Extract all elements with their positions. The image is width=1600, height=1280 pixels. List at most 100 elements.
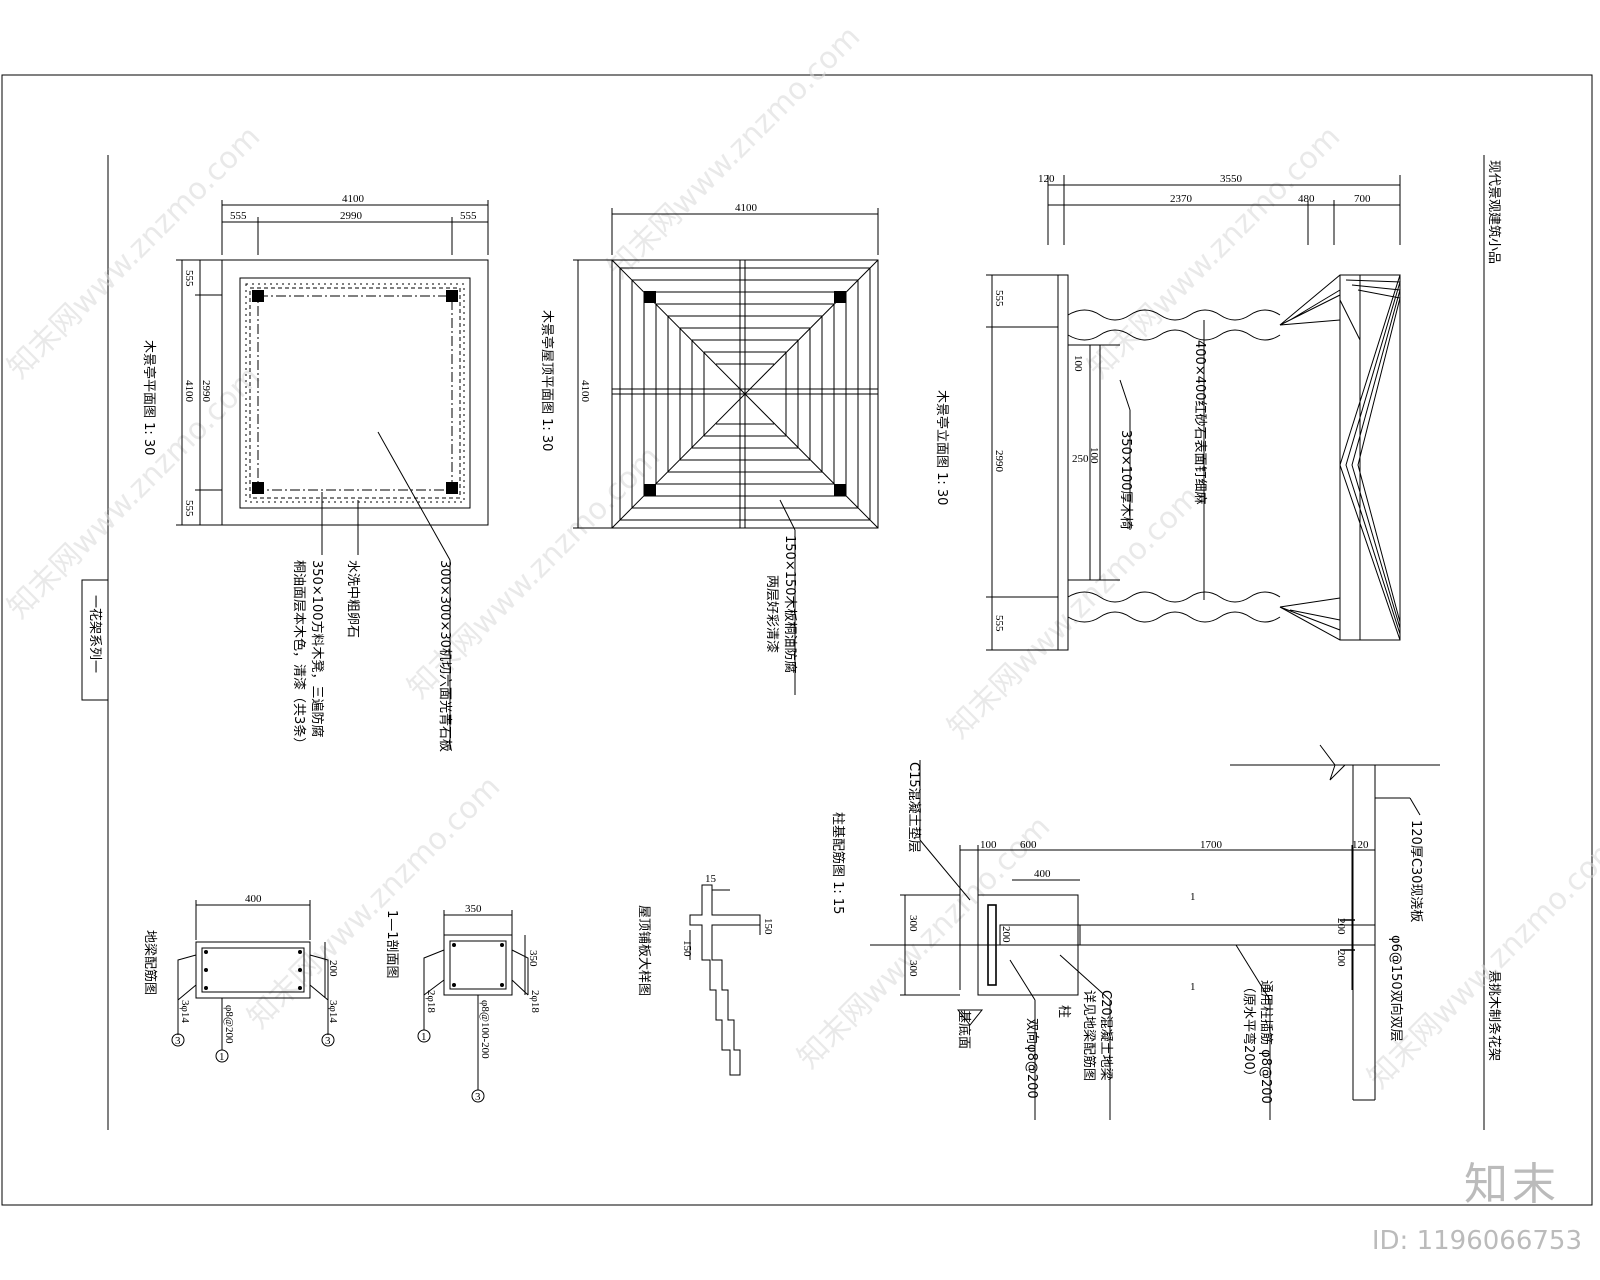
- note-bench-2: 桐油面层本木色，清漆（共3条）: [291, 560, 307, 750]
- dim-total: 4100: [342, 193, 365, 205]
- column-base-title: 柱基配筋图 1: 15: [830, 812, 846, 914]
- roof-column: [834, 484, 846, 496]
- roof-dim-side: 4100: [579, 380, 591, 403]
- elev-dim-100a: 100: [1072, 355, 1084, 372]
- beam-rebar-right: 3φ14: [327, 1000, 339, 1023]
- cb-dim-200c: 200: [1335, 950, 1347, 967]
- dim-vert-555-b: 555: [183, 500, 195, 517]
- note-pebble: 水洗中粗卵石: [345, 560, 360, 638]
- cb-dim-600: 600: [1020, 839, 1037, 851]
- cb-note-c20-1: C20混凝土地梁: [1098, 990, 1114, 1081]
- elevation-title: 木景亭立面图 1: 30: [934, 390, 950, 505]
- roof-detail-title: 屋顶铺板大样图: [636, 905, 651, 996]
- dim-mid: 2990: [340, 210, 363, 222]
- column-square: [446, 482, 458, 494]
- cb-note-base: 基底面: [956, 1010, 972, 1049]
- elev-dim-480: 480: [1298, 193, 1315, 205]
- beam-c3a: 3: [175, 1035, 181, 1047]
- cb-dim-200b: 200: [1335, 918, 1347, 935]
- roof-plan: 4100 4100 木景亭屋顶平面图 1: 30 150×150木板桐油防腐 两…: [539, 202, 879, 695]
- watermark: 知末网www.znzmo.com: [1, 119, 267, 385]
- cb-mark-1a: 1: [1190, 891, 1196, 903]
- series-box: [81, 579, 109, 701]
- column-square: [252, 482, 264, 494]
- project-title: 现代景观建筑小品: [1486, 160, 1502, 264]
- rd-dim-150b: 150: [681, 940, 693, 957]
- elev-dim-2990: 2990: [993, 450, 1005, 473]
- sec-stirrup: φ8@100-200: [479, 1000, 491, 1059]
- beam-c3b: 3: [325, 1035, 331, 1047]
- roof-note-2: 两层好彩清漆: [764, 575, 780, 653]
- watermark: 知末网www.znzmo.com: [1, 359, 267, 625]
- sec-c3: 3: [475, 1091, 481, 1103]
- sec-c1: 1: [421, 1031, 427, 1043]
- roof-board-detail: 15 150 150 屋顶铺板大样图: [636, 873, 774, 1076]
- cb-dim-300a: 300: [907, 915, 919, 932]
- image-id: ID: 1196066753: [1371, 1226, 1582, 1256]
- elev-note-bench: 350×100厚木椅: [1118, 430, 1133, 530]
- dim-right: 555: [460, 210, 477, 222]
- column-square: [446, 290, 458, 302]
- cb-note-rebar-top: φ6@150双向双层: [1388, 935, 1404, 1042]
- watermark: 知末网www.znzmo.com: [1081, 119, 1347, 385]
- dim-vert-4100: 4100: [183, 380, 195, 403]
- column-square: [252, 290, 264, 302]
- roof-plan-title: 木景亭屋顶平面图 1: 30: [539, 310, 555, 451]
- cb-dim-100: 100: [980, 839, 997, 851]
- elev-dim-555b: 555: [993, 615, 1005, 632]
- sec-rebar-left: 2φ18: [425, 990, 437, 1013]
- sec-rebar-right: 2φ18: [529, 990, 541, 1013]
- roof-column: [644, 484, 656, 496]
- elev-dim-250: 250: [1072, 453, 1089, 465]
- beam-c1: 1: [219, 1051, 225, 1063]
- sec-dim-350b: 350: [527, 950, 539, 967]
- sheet-border: [1, 74, 1593, 1206]
- sec-dim-350a: 350: [465, 903, 482, 915]
- beam-stirrup: φ8@200: [223, 1005, 235, 1044]
- beam-title: 地梁配筋图: [142, 930, 158, 995]
- pavilion-elevation: 120 3550 2370 480 700 555 2990 555 100 2…: [934, 173, 1401, 651]
- dim-left: 555: [230, 210, 247, 222]
- elev-note-column: 400×400红砂石表面钉细麻: [1192, 340, 1208, 505]
- ground-beam-detail: 400 200 3 1 3 3φ14 φ8@200 3φ14 地梁配筋图: [142, 893, 339, 1063]
- beam-rebar-left: 3φ14: [179, 1000, 191, 1023]
- roof-column: [834, 291, 846, 303]
- cb-mark-1b: 1: [1190, 981, 1196, 993]
- elev-dim-120: 120: [1038, 173, 1055, 185]
- cb-dim-200a: 200: [1000, 926, 1012, 943]
- watermark: 知末网www.znzmo.com: [601, 19, 867, 285]
- pavilion-plan: 4100 555 2990 555 555 4100 2990 555 木景亭平…: [141, 193, 489, 752]
- section-title: 1—1剖面图: [384, 910, 399, 979]
- column-base-detail: 100 600 1700 120 400 300 300 200 200 200…: [830, 744, 1440, 1120]
- cb-dim-1700: 1700: [1200, 839, 1223, 851]
- roof-note-1: 150×150木板桐油防腐: [782, 535, 798, 674]
- roof-column: [644, 291, 656, 303]
- beam-dim-400: 400: [245, 893, 262, 905]
- brand-logo: 知末: [1464, 1159, 1560, 1210]
- cb-dim-300b: 300: [907, 960, 919, 977]
- dim-vert-2990: 2990: [200, 380, 212, 403]
- roof-boards: [631, 279, 859, 509]
- cb-note-bottom: 双向φ8@200: [1024, 1018, 1040, 1099]
- plan-title: 木景亭平面图 1: 30: [141, 340, 157, 455]
- cb-note-c20-2: 详见地梁配筋图: [1081, 990, 1097, 1081]
- cb-dim-120: 120: [1352, 839, 1369, 851]
- cb-dim-400: 400: [1034, 868, 1051, 880]
- elev-dim-2370: 2370: [1170, 193, 1193, 205]
- rd-dim-150a: 150: [762, 918, 774, 935]
- roof-dim-top: 4100: [735, 202, 758, 214]
- elev-dim-555a: 555: [993, 290, 1005, 307]
- elev-dim-700: 700: [1354, 193, 1371, 205]
- beam-dim-200: 200: [327, 960, 339, 977]
- drawing-name: 悬挑木制条花架: [1486, 970, 1502, 1061]
- elev-dim-3550: 3550: [1220, 173, 1243, 185]
- cb-note-through-2: （原水平弯200）: [1241, 980, 1257, 1083]
- cb-note-c15: C15混凝土垫层: [906, 762, 922, 853]
- base-level-mark: [956, 1009, 984, 1026]
- elev-dim-100b: 100: [1088, 447, 1100, 464]
- rd-dim-15: 15: [705, 873, 717, 885]
- watermark: 知末网www.znzmo.com: [941, 479, 1207, 745]
- cb-note-through-1: 通用柱插筋 φ8@200: [1258, 980, 1274, 1104]
- note-stone: 300×300×30机切六面光青石板: [437, 560, 452, 752]
